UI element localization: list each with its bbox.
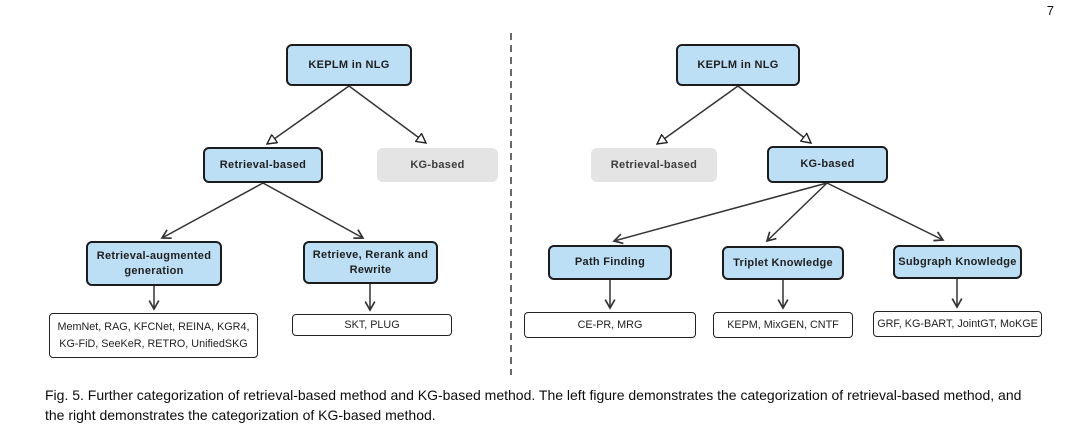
left-tree-root-node: KEPLM in NLG bbox=[286, 44, 412, 86]
right-tree-path-finding-methods-leaf: CE-PR, MRG bbox=[524, 312, 696, 338]
left-tree-retrieval-based-node: Retrieval-based bbox=[203, 147, 323, 183]
page-number: 7 bbox=[1046, 3, 1054, 18]
left-tree-retrieve-rerank-rewrite-node: Retrieve, Rerank and Rewrite bbox=[303, 241, 438, 284]
right-tree-path-finding-node: Path Finding bbox=[548, 245, 672, 280]
right-tree-root-node: KEPLM in NLG bbox=[676, 44, 800, 86]
left-tree-kg-based-node: KG-based bbox=[377, 148, 498, 182]
right-tree-kg-based-node: KG-based bbox=[767, 146, 888, 183]
left-tree-retrieval-augmented-generation-node: Retrieval-augmented generation bbox=[86, 241, 222, 286]
left-tree-rag-methods-leaf: MemNet, RAG, KFCNet, REINA, KGR4, KG-FiD… bbox=[49, 313, 258, 358]
left-tree-rerank-methods-leaf: SKT, PLUG bbox=[292, 314, 452, 336]
right-tree-retrieval-based-node: Retrieval-based bbox=[591, 148, 717, 182]
right-tree-subgraph-methods-leaf: GRF, KG-BART, JointGT, MoKGE bbox=[873, 311, 1042, 337]
figure-caption: Fig. 5. Further categorization of retrie… bbox=[45, 387, 1022, 424]
right-tree-triplet-methods-leaf: KEPM, MixGEN, CNTF bbox=[713, 312, 853, 338]
right-tree-subgraph-knowledge-node: Subgraph Knowledge bbox=[893, 245, 1022, 279]
right-tree-triplet-knowledge-node: Triplet Knowledge bbox=[722, 246, 844, 280]
